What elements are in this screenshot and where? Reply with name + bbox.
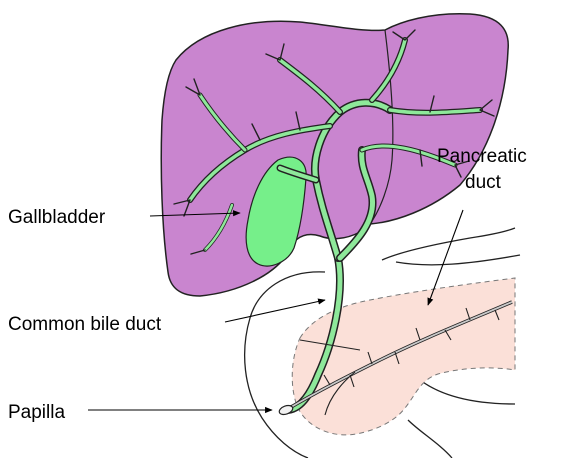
duodenum-outline-inner	[382, 228, 515, 260]
label-common-bile-duct: Common bile duct	[8, 314, 162, 335]
papilla-shape	[278, 404, 294, 416]
label-gallbladder: Gallbladder	[8, 207, 106, 228]
label-papilla: Papilla	[8, 402, 65, 423]
label-pancreatic-duct-line2: duct	[465, 172, 502, 193]
label-pancreatic-duct-line1: Pancreatic	[437, 146, 527, 167]
common-bile-duct-leader	[225, 300, 325, 322]
